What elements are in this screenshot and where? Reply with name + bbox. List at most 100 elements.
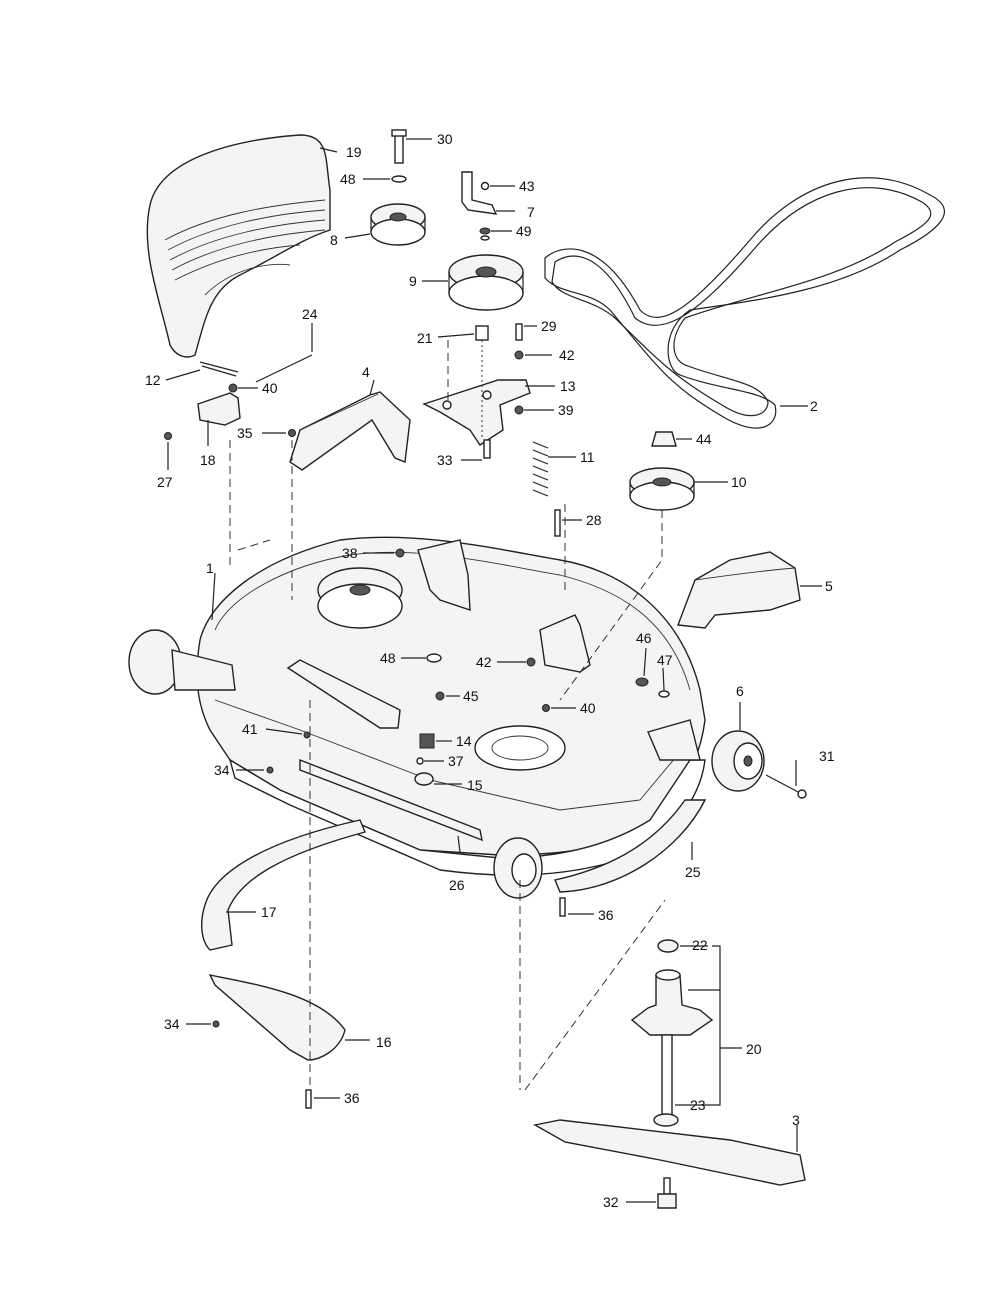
part-47-washer-shape [658, 690, 670, 698]
callout-48: 48 [340, 171, 356, 187]
deck-left-wheel-shape [128, 629, 236, 695]
part-35-bolt-shape [288, 429, 296, 437]
callout-28: 28 [586, 512, 602, 528]
callout-27: 27 [157, 474, 173, 490]
part-43-nut-shape [480, 181, 490, 191]
callout-46: 46 [636, 630, 652, 646]
callout-4: 4 [362, 364, 370, 380]
part-33-bolt-shape [483, 439, 491, 459]
part-40-nut-lower-shape [542, 704, 550, 712]
part-48-washer-shape [391, 175, 407, 183]
part-34-bolt-shape [266, 766, 274, 774]
callout-13: 13 [560, 378, 576, 394]
part-36-bolt-lower-shape [305, 1089, 312, 1109]
callout-41: 41 [242, 721, 258, 737]
part-46-nut-shape [635, 677, 649, 687]
callout-34-lower: 34 [164, 1016, 180, 1032]
callout-48-lower: 48 [380, 650, 396, 666]
part-14-spring-shape [419, 733, 435, 749]
part-13-idler-arm-plate-shape [422, 379, 531, 446]
callout-1: 1 [206, 560, 214, 576]
callout-29: 29 [541, 318, 557, 334]
deck-spindle-pulley-shape [317, 567, 403, 629]
part-4-belt-guard-shape [289, 391, 411, 471]
part-26-baffle-shape [299, 758, 483, 842]
part-31-bolt-shape [765, 774, 807, 799]
part-23-spindle-shaft-shape [661, 1034, 673, 1116]
part-42-nut-lower-shape [526, 657, 536, 667]
part-22-bearing-shape [657, 939, 679, 953]
part-10-drive-pulley-shape [629, 467, 695, 511]
part-30-bolt-shape [391, 129, 407, 164]
deck-bracket-left-shape [417, 539, 471, 611]
part-39-nut-shape [514, 405, 524, 415]
part-16-baffle-shape [208, 974, 346, 1061]
part-45-nut-shape [435, 691, 445, 701]
callout-32: 32 [603, 1194, 619, 1210]
part-2-belt-shape [544, 177, 945, 429]
callout-31: 31 [819, 748, 835, 764]
callout-3: 3 [792, 1112, 800, 1128]
part-41-nut-shape [303, 731, 311, 739]
callout-40: 40 [262, 380, 278, 396]
callout-10: 10 [731, 474, 747, 490]
callout-16: 16 [376, 1034, 392, 1050]
callout-2: 2 [810, 398, 818, 414]
part-28-rod-shape [554, 509, 561, 537]
part-27-bolt-shape [164, 432, 172, 440]
part-5-cover-shape [677, 551, 801, 629]
part-7-bracket-shape [461, 171, 498, 215]
callout-26: 26 [449, 877, 465, 893]
callout-38: 38 [342, 545, 358, 561]
callout-43: 43 [519, 178, 535, 194]
callout-34: 34 [214, 762, 230, 778]
part-20-spindle-housing-shape [630, 969, 714, 1036]
part-18-bracket-shape [197, 392, 241, 426]
deck-spindle-opening-shape [474, 725, 566, 771]
callout-7: 7 [527, 204, 535, 220]
deck-baffle-shape [286, 659, 401, 729]
callout-6: 6 [736, 683, 744, 699]
callout-9: 9 [409, 273, 417, 289]
callout-37: 37 [448, 753, 464, 769]
part-38-bolt-shape [395, 548, 405, 558]
callout-15: 15 [467, 777, 483, 793]
callout-24: 24 [302, 306, 318, 322]
part-19-deflector-shape [146, 134, 331, 358]
callout-19: 19 [346, 144, 362, 160]
part-12-spring-shape [199, 361, 239, 377]
callout-30: 30 [437, 131, 453, 147]
callout-5: 5 [825, 578, 833, 594]
part-3-blade-shape [533, 1119, 806, 1186]
part-32-blade-bolt-shape [657, 1177, 677, 1209]
part-8-idler-pulley-shape [370, 203, 426, 246]
callout-42: 42 [559, 347, 575, 363]
callout-18: 18 [200, 452, 216, 468]
callout-8: 8 [330, 232, 338, 248]
callout-21: 21 [417, 330, 433, 346]
part-37-pin-shape [416, 757, 424, 765]
part-29-bolt-shape [515, 323, 523, 341]
callout-36-lower: 36 [344, 1090, 360, 1106]
callout-39: 39 [558, 402, 574, 418]
part-48-washer-lower-shape [426, 653, 442, 663]
callout-14: 14 [456, 733, 472, 749]
callout-12: 12 [145, 372, 161, 388]
part-34-bolt-lower-shape [212, 1020, 220, 1028]
part-40-nut-shape [228, 383, 238, 393]
part-42-nut-shape [514, 350, 524, 360]
part-17-baffle-shape [201, 819, 366, 951]
callout-36: 36 [598, 907, 614, 923]
deck-rear-bracket-shape [647, 719, 701, 761]
deck-front-wheel-shape [493, 837, 543, 899]
callout-47: 47 [657, 652, 673, 668]
part-36-bolt-right-shape [559, 897, 566, 917]
part-6-wheel-shape [711, 730, 765, 792]
part-11-spring-shape [532, 441, 549, 497]
callout-45: 45 [463, 688, 479, 704]
callout-11: 11 [580, 449, 595, 465]
callout-23: 23 [690, 1097, 706, 1113]
part-24-rod-shape [255, 354, 313, 383]
